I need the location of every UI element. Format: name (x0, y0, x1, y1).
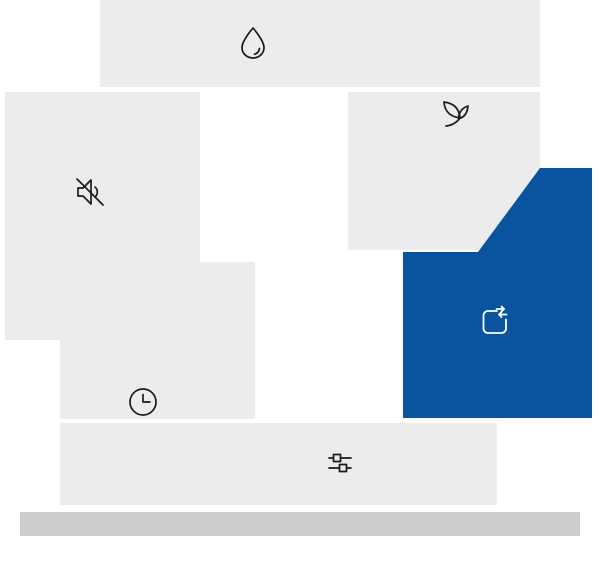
bottom-bar (20, 512, 580, 536)
tile-water[interactable] (100, 0, 540, 87)
water-drop-icon (233, 22, 273, 62)
tile-settings[interactable] (60, 423, 497, 505)
transfer-arrows-icon (475, 302, 515, 342)
leaves-icon (435, 95, 475, 135)
clock-icon (123, 382, 163, 422)
tile-clock[interactable] (60, 262, 255, 419)
speaker-muted-icon (70, 172, 110, 212)
sliders-icon (320, 443, 360, 483)
